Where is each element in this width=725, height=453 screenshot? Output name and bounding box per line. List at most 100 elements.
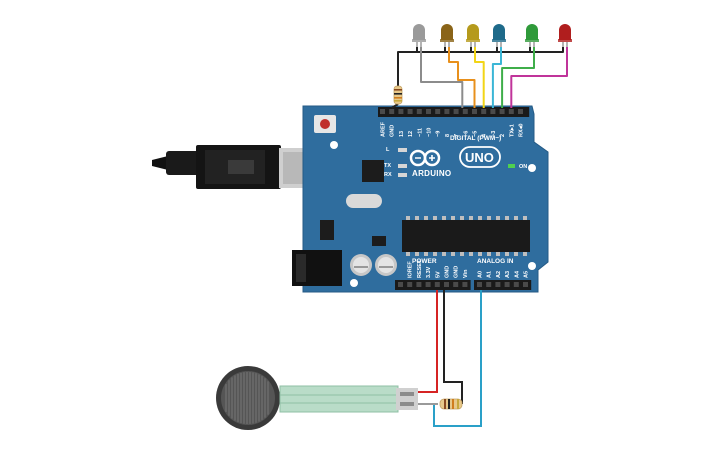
wire[interactable] [474, 47, 485, 108]
header-pin[interactable] [416, 282, 422, 287]
header-pin[interactable] [499, 109, 505, 114]
led[interactable] [492, 24, 506, 47]
reset-button-cap[interactable] [320, 119, 330, 129]
chip-pin [523, 252, 527, 256]
led-bulb [559, 24, 571, 40]
status-leds [398, 148, 407, 177]
header-pin[interactable] [398, 109, 404, 114]
header-pin[interactable] [504, 282, 510, 287]
header-pin[interactable] [462, 109, 468, 114]
header-pin[interactable] [518, 109, 523, 114]
header-pin[interactable] [495, 282, 501, 287]
header-pin[interactable] [490, 109, 496, 114]
small-chip [372, 236, 386, 246]
chip-pin [433, 252, 437, 256]
power-pin-label: IOREF [408, 261, 414, 278]
header-pin[interactable] [462, 282, 468, 287]
wire[interactable] [417, 47, 564, 53]
led[interactable] [412, 24, 426, 47]
led[interactable] [466, 24, 480, 47]
led[interactable] [525, 24, 539, 47]
led[interactable] [558, 24, 572, 47]
chip-pin [424, 252, 428, 256]
wire[interactable] [397, 47, 418, 86]
chip-pin [478, 216, 482, 220]
led-l-label: L [386, 147, 390, 153]
chip-pin [442, 252, 446, 256]
led-rx-label: RX [384, 172, 392, 178]
wire-gnd[interactable] [443, 290, 463, 404]
header-pin[interactable] [444, 282, 449, 287]
digital-pin-label: ~9 [436, 131, 442, 137]
chip-pin [460, 216, 464, 220]
header-pin[interactable] [435, 109, 441, 114]
header-pin[interactable] [380, 109, 385, 114]
digital-header[interactable] [378, 107, 530, 117]
sensor-wires [418, 290, 482, 427]
digital-pin-label: AREF [381, 121, 387, 137]
fsr-tail [279, 385, 399, 413]
header-pin[interactable] [453, 282, 459, 287]
analog-header[interactable] [474, 280, 532, 290]
header-pin[interactable] [398, 282, 403, 287]
header-pin[interactable] [389, 109, 395, 114]
led-bulb [467, 24, 479, 40]
power-header[interactable] [395, 280, 471, 290]
chip-pin [460, 252, 464, 256]
led-row[interactable] [412, 24, 572, 47]
chip-pins [406, 216, 527, 256]
header-pin[interactable] [481, 109, 487, 114]
header-pin[interactable] [477, 282, 482, 287]
mount-hole [528, 262, 536, 270]
wire[interactable] [391, 103, 399, 109]
header-pin[interactable] [416, 109, 422, 114]
mount-hole [528, 164, 536, 172]
wire[interactable] [510, 47, 568, 108]
analog-pin-label: A3 [505, 271, 511, 278]
led-bulb [493, 24, 505, 40]
header-strip [474, 280, 532, 290]
analog-pin-label: A1 [487, 271, 493, 278]
wire[interactable] [501, 47, 535, 108]
digital-pin-label: ~10 [427, 128, 433, 137]
analog-header-label: ANALOG IN [477, 258, 514, 265]
mount-hole [350, 279, 358, 287]
header-pin[interactable] [425, 282, 431, 287]
digital-pin-label: RX◂0 [519, 124, 525, 137]
header-pin[interactable] [486, 282, 492, 287]
uno-badge [459, 146, 501, 168]
chip-pin [406, 216, 410, 220]
status-led [398, 148, 407, 152]
header-pin[interactable] [513, 282, 519, 287]
crystal-oscillator [346, 194, 382, 208]
power-pin-label: 3.3V [426, 266, 432, 278]
header-pin[interactable] [523, 282, 528, 287]
capacitor [375, 254, 397, 276]
analog-pin-label: A5 [524, 271, 530, 278]
force-sensitive-resistor[interactable] [216, 366, 418, 430]
header-pin[interactable] [444, 109, 450, 114]
wire[interactable] [448, 47, 476, 108]
pull-down-resistor[interactable] [439, 398, 463, 410]
usb-chip [362, 160, 384, 182]
digital-pin-label: GND [390, 125, 396, 137]
digital-pin-label: ~5 [473, 131, 479, 137]
wire[interactable] [491, 47, 502, 108]
mount-hole [330, 141, 338, 149]
header-pin[interactable] [453, 109, 459, 114]
header-pin[interactable] [407, 282, 413, 287]
digital-pin-label: 7 [454, 134, 460, 137]
header-pin[interactable] [472, 109, 477, 114]
header-pin[interactable] [434, 282, 440, 287]
wire[interactable] [420, 47, 464, 108]
header-pin[interactable] [426, 109, 431, 114]
header-pin[interactable] [407, 109, 413, 114]
wire-5v[interactable] [418, 290, 438, 393]
header-pin[interactable] [508, 109, 514, 114]
digital-header-label: DIGITAL (PWM~) [450, 135, 501, 142]
analog-pin-label: A2 [496, 271, 502, 278]
chip-pin [451, 252, 455, 256]
led[interactable] [440, 24, 454, 47]
